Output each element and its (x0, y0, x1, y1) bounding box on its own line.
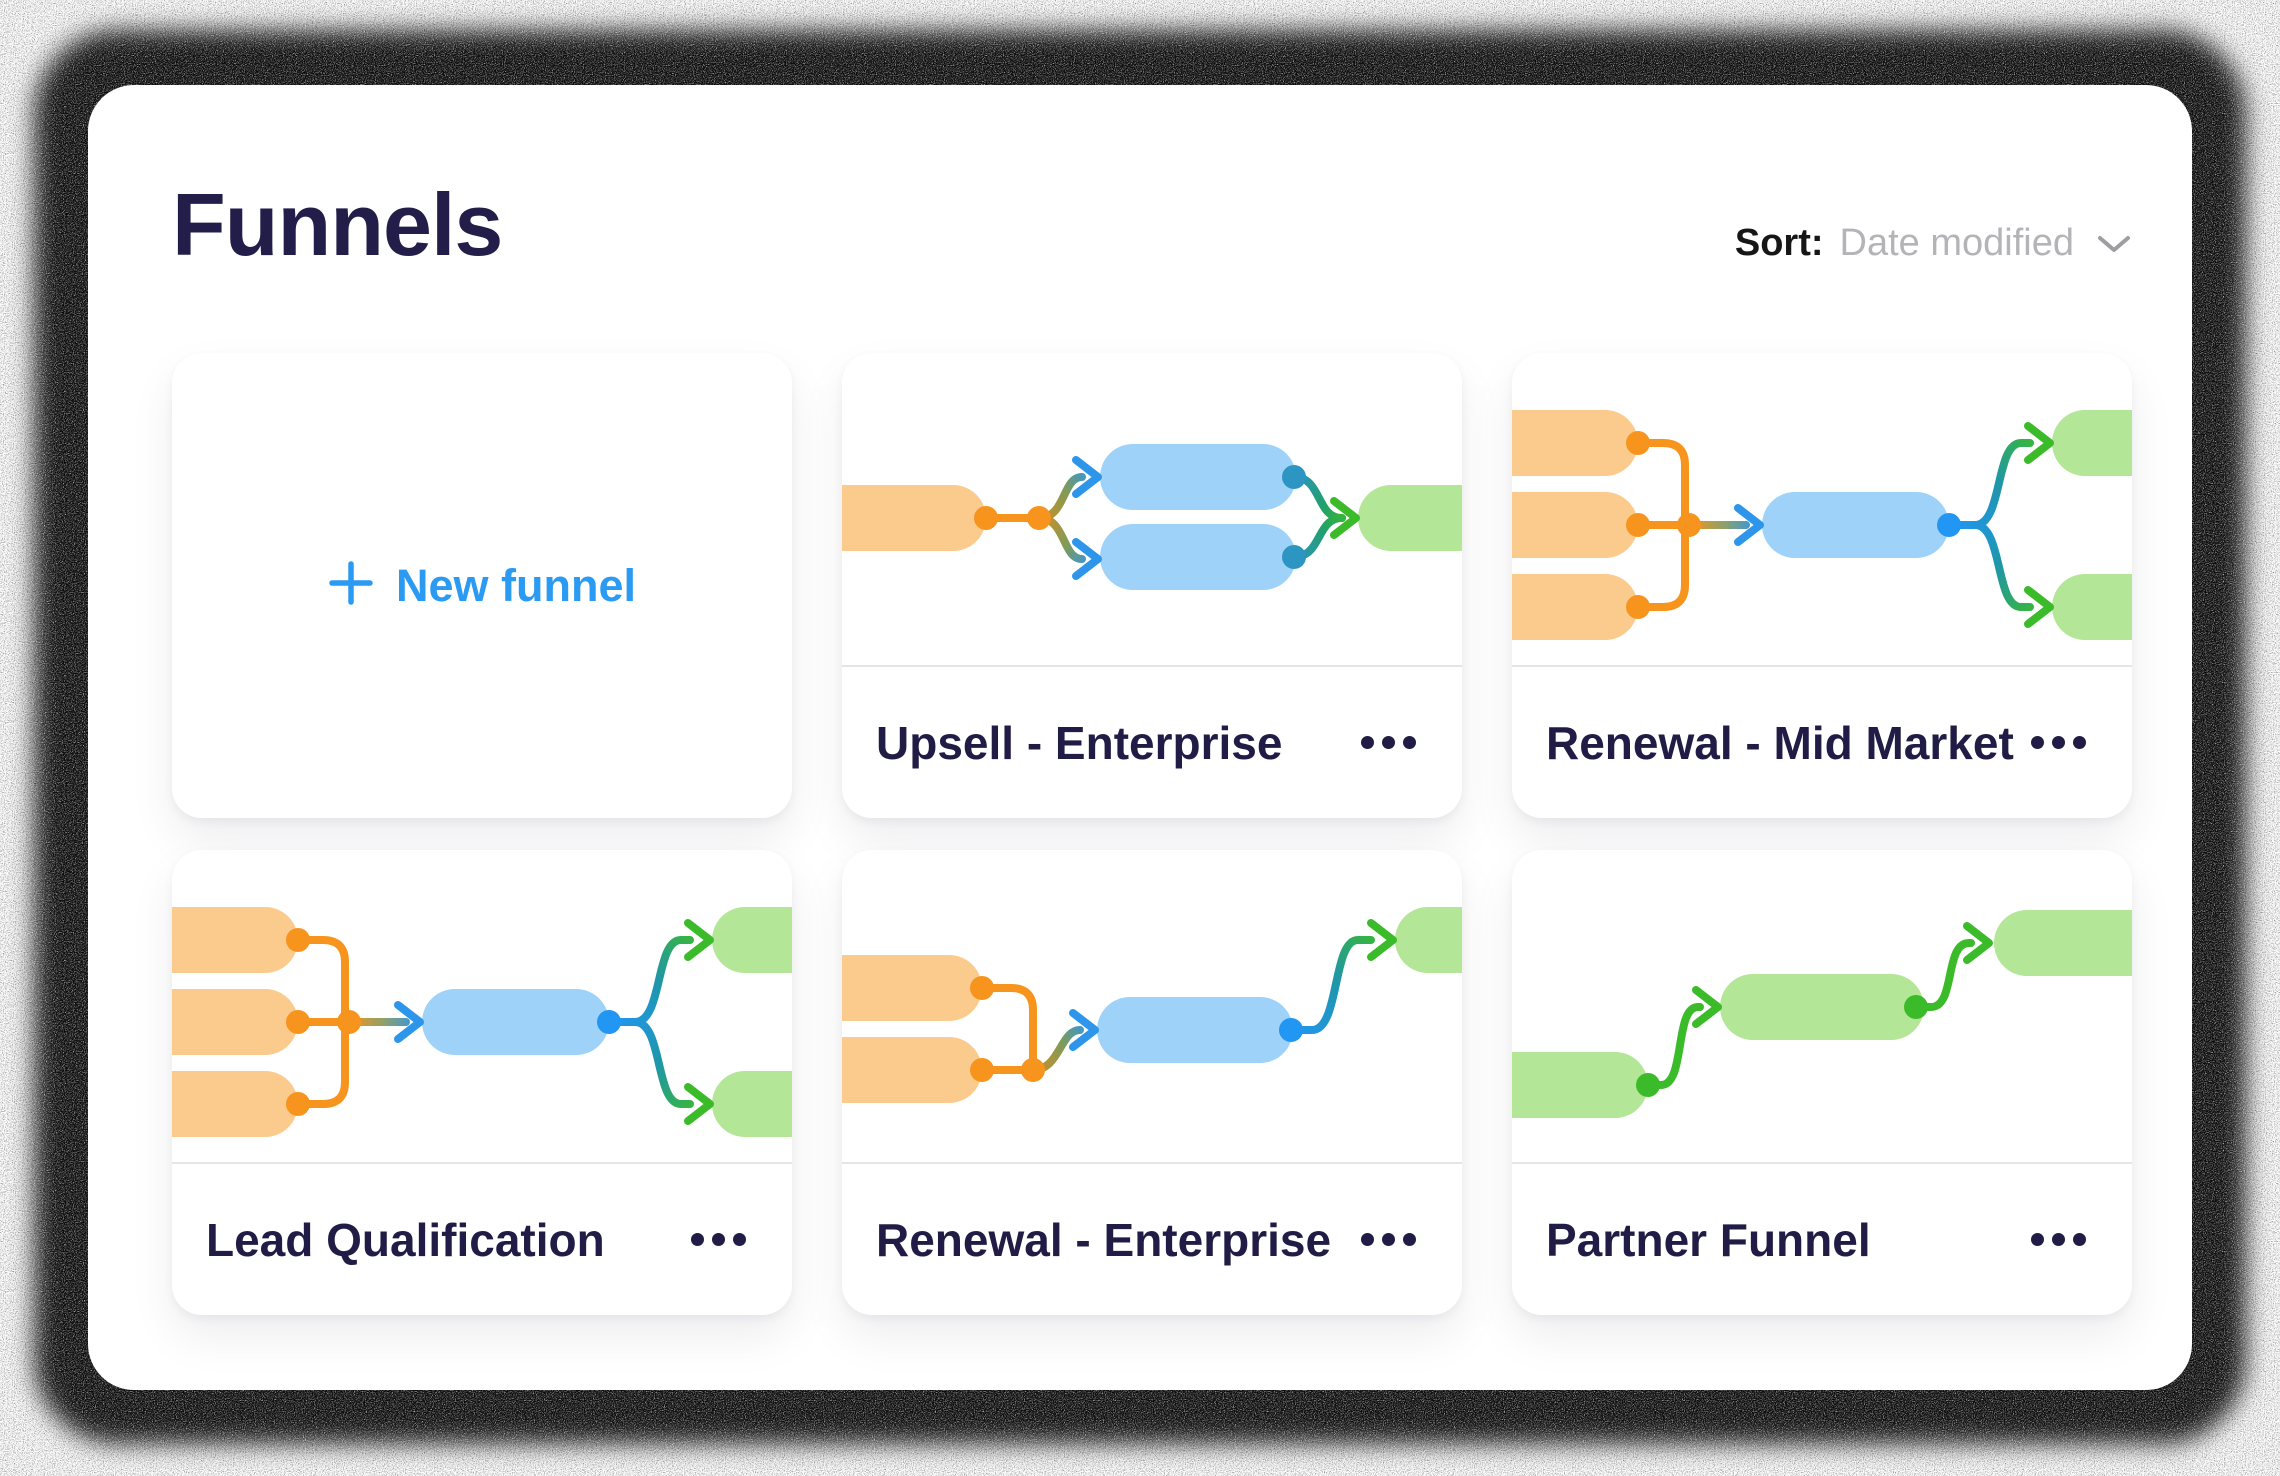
funnel-diagram-thumbnail (1512, 850, 2132, 1162)
funnel-card-title: Renewal - Enterprise (876, 1213, 1332, 1266)
funnel-port-dots (1636, 995, 1928, 1097)
funnel-diagram-svg (1512, 910, 2132, 1118)
ellipsis-menu-button[interactable] (1361, 1223, 1416, 1256)
funnel-card-lead-qualification[interactable]: Lead Qualification (172, 850, 792, 1315)
funnel-card-title: Lead Qualification (206, 1213, 605, 1266)
card-footer: Upsell - Enterprise (842, 667, 1462, 818)
funnel-card-title: Upsell - Enterprise (876, 716, 1283, 769)
funnel-card-title: Partner Funnel (1546, 1213, 1871, 1266)
funnel-diagram-svg (842, 444, 1462, 590)
chevron-down-icon (2096, 233, 2132, 255)
card-divider (1512, 665, 2132, 667)
funnel-arrowhead-icons (1072, 456, 1360, 580)
funnel-arrowhead-icons (394, 919, 714, 1125)
funnel-diagram-thumbnail (842, 850, 1462, 1162)
page-header: Funnels Sort: Date modified (172, 85, 2132, 269)
funnel-grid: New funnel Upsell - Enterprise Renewal -… (172, 353, 2132, 1315)
funnel-card-partner-funnel[interactable]: Partner Funnel (1512, 850, 2132, 1315)
funnel-stage-nodes (1512, 410, 2132, 640)
funnel-card-renewal-enterprise[interactable]: Renewal - Enterprise (842, 850, 1462, 1315)
funnel-diagram-svg (1512, 410, 2132, 640)
funnel-diagram-thumbnail (1512, 353, 2132, 665)
funnel-port-dots (286, 928, 621, 1116)
card-divider (842, 1162, 1462, 1164)
ellipsis-menu-button[interactable] (1361, 726, 1416, 759)
card-divider (1512, 1162, 2132, 1164)
funnel-stage-nodes (172, 907, 792, 1137)
funnel-card-renewal-mid-market[interactable]: Renewal - Mid Market (1512, 353, 2132, 818)
funnel-diagram-thumbnail (842, 353, 1462, 665)
new-funnel-label: New funnel (395, 559, 636, 611)
card-footer: Partner Funnel (1512, 1164, 2132, 1315)
page-title: Funnels (172, 175, 503, 274)
card-divider (172, 1162, 792, 1164)
new-funnel-button[interactable]: New funnel (328, 560, 636, 612)
funnel-port-dots (974, 465, 1306, 569)
funnel-diagram-thumbnail (172, 850, 792, 1162)
ellipsis-menu-button[interactable] (2031, 726, 2086, 759)
funnel-stage-nodes (1512, 910, 2132, 1118)
funnel-card-upsell-enterprise[interactable]: Upsell - Enterprise (842, 353, 1462, 818)
funnel-arrowhead-icons (1692, 922, 1993, 1028)
card-footer: Lead Qualification (172, 1164, 792, 1315)
sort-control[interactable]: Sort: Date modified (1735, 222, 2132, 265)
sort-selected-value: Date modified (1839, 222, 2074, 264)
funnel-port-dots (970, 976, 1303, 1082)
funnel-diagram-svg (842, 907, 1462, 1103)
funnel-connectors (1644, 939, 1975, 1089)
funnel-diagram-svg (172, 907, 792, 1137)
card-footer: Renewal - Mid Market (1512, 667, 2132, 818)
funnel-stage-nodes (842, 444, 1462, 590)
new-funnel-card[interactable]: New funnel (172, 353, 792, 818)
funnel-card-title: Renewal - Mid Market (1546, 716, 2014, 769)
ellipsis-menu-button[interactable] (2031, 1223, 2086, 1256)
plus-icon (328, 560, 374, 611)
funnel-stage-nodes (842, 907, 1462, 1103)
card-footer: Renewal - Enterprise (842, 1164, 1462, 1315)
main-panel: Funnels Sort: Date modified (88, 85, 2192, 1390)
sort-label: Sort: (1734, 222, 1824, 264)
funnel-arrowhead-icons (1069, 919, 1397, 1051)
funnel-arrowhead-icons (1734, 422, 2054, 628)
funnel-port-dots (1626, 431, 1961, 619)
ellipsis-menu-button[interactable] (691, 1223, 746, 1256)
card-divider (842, 665, 1462, 667)
